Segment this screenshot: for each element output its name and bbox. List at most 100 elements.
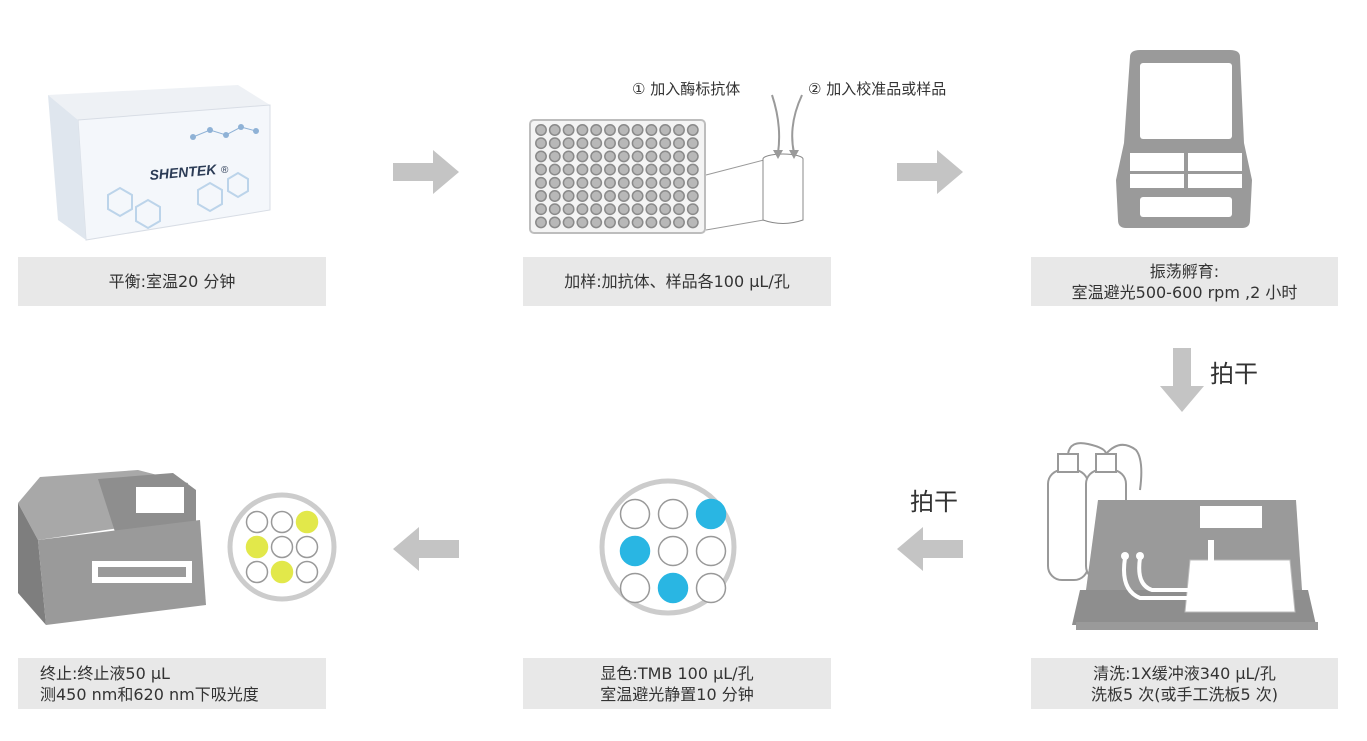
- well: [270, 510, 294, 534]
- well: [657, 535, 689, 567]
- plate-well: [604, 203, 616, 216]
- well: [245, 535, 269, 559]
- step-equilibrate-label: 平衡:室温20 分钟: [18, 257, 326, 306]
- plate-well: [645, 216, 658, 229]
- step-4-line1: 清洗:1X缓冲液340 µL/孔: [1093, 663, 1276, 683]
- plate-well: [535, 163, 547, 176]
- plate-well: [673, 137, 685, 150]
- well: [295, 535, 319, 559]
- plate-well: [631, 203, 644, 216]
- well: [695, 572, 727, 604]
- plate-well: [535, 190, 547, 202]
- arrow-right-icon: [393, 150, 459, 194]
- plate-well: [617, 137, 630, 150]
- plate-well: [659, 203, 672, 216]
- plate-well: [548, 150, 561, 163]
- plate-well: [604, 137, 616, 150]
- plate-well: [576, 176, 589, 189]
- step-6-line2: 测450 nm和620 nm下吸光度: [40, 684, 259, 704]
- well: [295, 560, 319, 584]
- plate-well: [673, 124, 685, 136]
- step-wash-label: 清洗:1X缓冲液340 µL/孔 洗板5 次(或手工洗板5 次): [1031, 658, 1338, 709]
- plate-well: [562, 176, 575, 189]
- well: [270, 560, 294, 584]
- step-3-line2: 室温避光500-600 rpm ,2 小时: [1071, 282, 1298, 302]
- well: [695, 535, 727, 567]
- plate-well: [686, 163, 699, 176]
- arrow-left-icon: [393, 527, 459, 571]
- callout-add-antibody: ① 加入酶标抗体: [632, 80, 741, 98]
- plate-well: [548, 137, 561, 150]
- plate-well: [645, 203, 658, 216]
- plate-well: [535, 150, 547, 163]
- plate-well: [686, 137, 699, 150]
- plate-well: [686, 203, 699, 216]
- well: [695, 498, 727, 530]
- step-stop-label: 终止:终止液50 µL 测450 nm和620 nm下吸光度: [18, 658, 326, 709]
- plate-well: [604, 176, 616, 189]
- plate-well: [576, 124, 589, 136]
- plate-well: [548, 216, 561, 229]
- plate-well: [673, 176, 685, 189]
- plate-well: [631, 216, 644, 229]
- kit-brand-text: SHENTEK: [149, 161, 218, 183]
- plate-well: [673, 203, 685, 216]
- plate-well: [590, 203, 603, 216]
- callout-add-sample: ② 加入校准品或样品: [808, 80, 947, 98]
- plate-well: [645, 137, 658, 150]
- well: [619, 572, 651, 604]
- well: [245, 560, 269, 584]
- step-6-line1: 终止:终止液50 µL: [40, 663, 170, 683]
- color-development-wells: [599, 478, 737, 616]
- stopped-wells-zoom: [227, 492, 337, 602]
- plate-well: [535, 203, 547, 216]
- plate-well: [535, 124, 547, 136]
- well: [619, 498, 651, 530]
- plate-well: [576, 150, 589, 163]
- plate-well: [659, 163, 672, 176]
- plate-well: [631, 163, 644, 176]
- plate-well: [617, 216, 630, 229]
- plate-well: [617, 203, 630, 216]
- plate-well: [686, 150, 699, 163]
- plate-well: [562, 216, 575, 229]
- plate-well: [631, 124, 644, 136]
- plate-well: [631, 176, 644, 189]
- step-4-line2: 洗板5 次(或手工洗板5 次): [1090, 684, 1279, 704]
- plate-well: [645, 190, 658, 202]
- plate-well: [659, 150, 672, 163]
- plate-well: [617, 176, 630, 189]
- arrow-right-icon: [897, 150, 963, 194]
- plate-well: [659, 176, 672, 189]
- step-add-sample-label: 加样:加抗体、样品各100 µL/孔: [523, 257, 831, 306]
- plate-well: [562, 124, 575, 136]
- plate-well: [576, 190, 589, 202]
- plate-well: [562, 150, 575, 163]
- plate-well: [659, 137, 672, 150]
- plate-well: [535, 176, 547, 189]
- plate-well: [659, 190, 672, 202]
- plate-well: [631, 150, 644, 163]
- well: [657, 498, 689, 530]
- plate-well: [548, 176, 561, 189]
- plate-well: [562, 203, 575, 216]
- plate-well: [659, 124, 672, 136]
- plate-well: [576, 163, 589, 176]
- plate-well: [604, 190, 616, 202]
- plate-well: [604, 150, 616, 163]
- plate-well: [590, 163, 603, 176]
- plate-well: [548, 124, 561, 136]
- plate-well: [686, 190, 699, 202]
- plate-well: [535, 216, 547, 229]
- well: [657, 572, 689, 604]
- plate-well: [590, 190, 603, 202]
- plate-well: [659, 216, 672, 229]
- plate-well: [590, 216, 603, 229]
- plate-well: [617, 190, 630, 202]
- plate-well: [686, 124, 699, 136]
- step-2-line1: 加样:加抗体、样品各100 µL/孔: [564, 272, 790, 291]
- plate-well: [617, 124, 630, 136]
- well-zoom-illustration: [705, 94, 804, 231]
- well: [245, 510, 269, 534]
- plate-well: [631, 137, 644, 150]
